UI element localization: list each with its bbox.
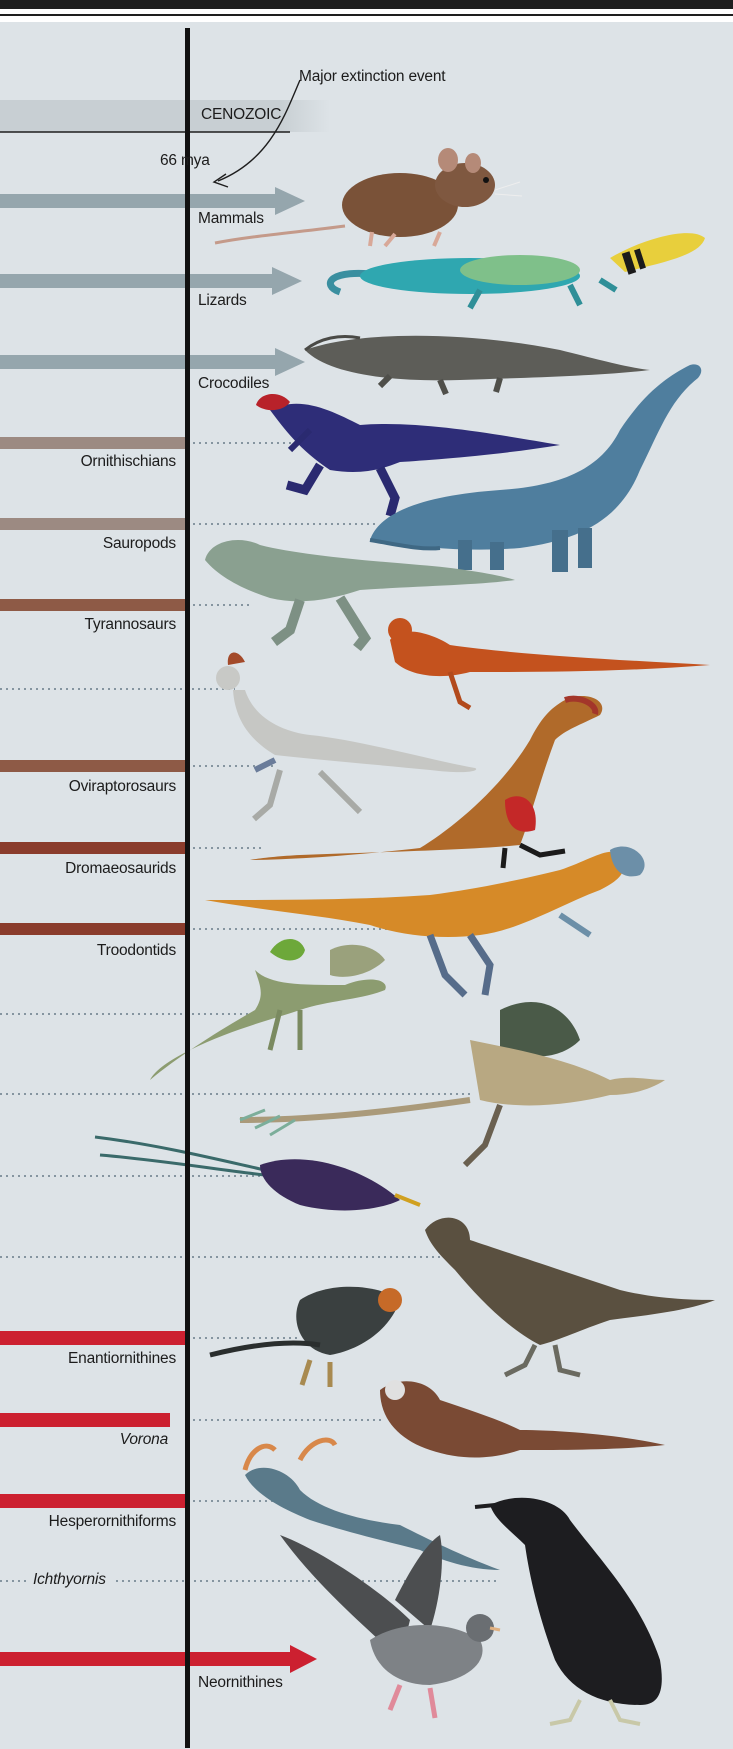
top-rule-thin — [0, 14, 733, 16]
oviraptorosaurs-bar — [0, 760, 187, 772]
lineage-label-vorona: Vorona — [120, 1431, 168, 1449]
enantiornithines-bar — [0, 1331, 187, 1345]
lineage-label-sauropods: Sauropods — [103, 535, 176, 553]
lineage-label-dromaeosaurids: Dromaeosaurids — [65, 860, 176, 878]
timeline-66mya-line — [185, 28, 190, 1748]
cenozoic-label: CENOZOIC — [201, 106, 281, 124]
sauropods-bar — [0, 518, 187, 530]
dromaeosaurids-bar — [0, 842, 187, 854]
lineage-label-oviraptorosaurs: Oviraptorosaurs — [69, 778, 176, 796]
lineage-label-crocodiles: Crocodiles — [198, 375, 269, 393]
tyrannosaurs-bar — [0, 599, 187, 611]
hesperornithiforms-bar — [0, 1494, 187, 1508]
neornithines-arrow-bar — [0, 1652, 290, 1666]
troodontids-bar — [0, 923, 187, 935]
extinction-event-annotation: Major extinction event — [299, 68, 445, 86]
lineage-label-lizards: Lizards — [198, 292, 247, 310]
boundary-age-label: 66 mya — [160, 152, 210, 170]
lineage-label-enantiornithines: Enantiornithines — [68, 1350, 176, 1368]
lineage-label-tyrannosaurs: Tyrannosaurs — [84, 616, 176, 634]
mammals-arrow-bar — [0, 194, 275, 208]
top-rule — [0, 0, 733, 9]
lineage-label-troodontids: Troodontids — [97, 942, 176, 960]
ornithischians-bar — [0, 437, 187, 449]
lineage-label-ichthyornis: Ichthyornis — [33, 1571, 106, 1589]
lineage-label-mammals: Mammals — [198, 210, 264, 228]
lineage-label-hesperornithiforms: Hesperornithiforms — [49, 1513, 176, 1531]
lineage-label-ornithischians: Ornithischians — [81, 453, 176, 471]
lizards-arrow-bar — [0, 274, 272, 288]
crocodiles-arrow-bar — [0, 355, 275, 369]
lineage-label-neornithines: Neornithines — [198, 1674, 283, 1692]
vorona-bar — [0, 1413, 170, 1427]
